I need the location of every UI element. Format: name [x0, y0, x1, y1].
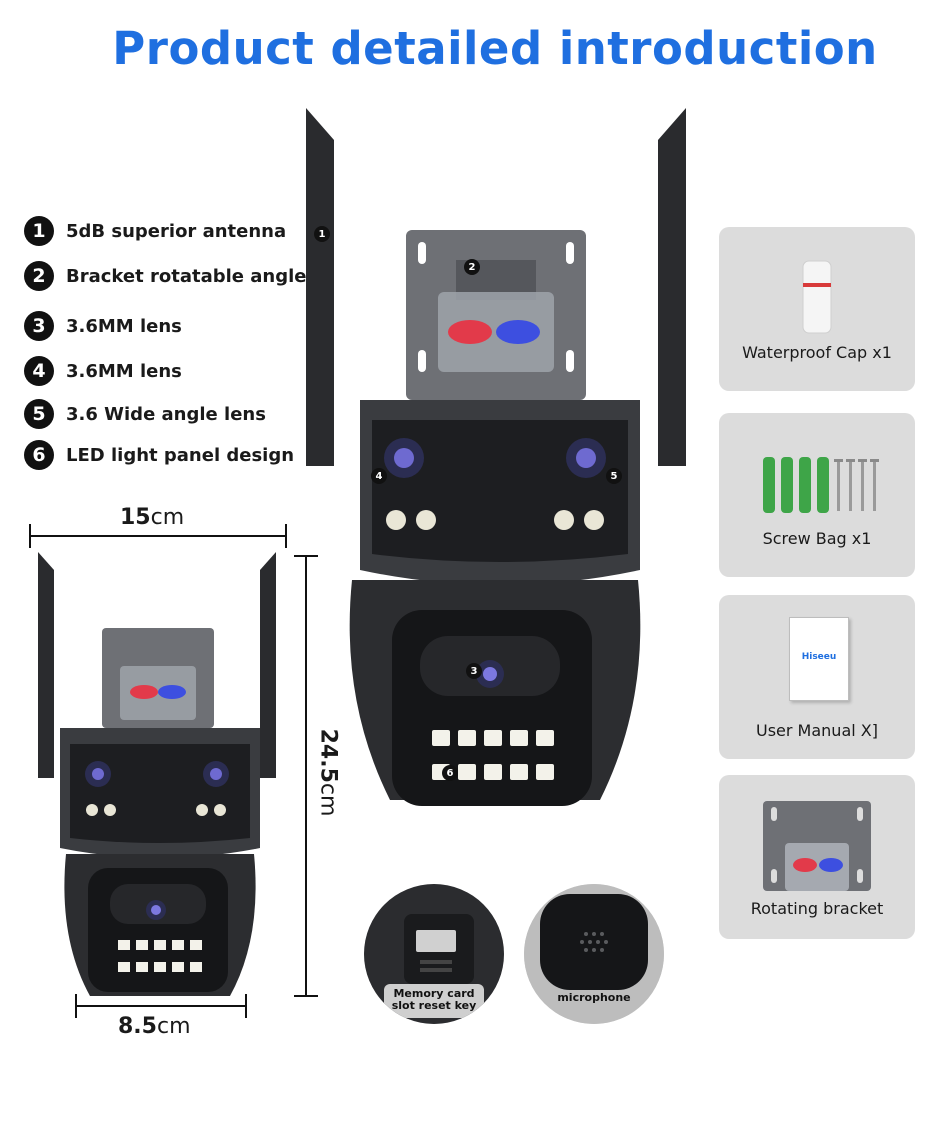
marker-lens-3: 3 [466, 663, 482, 679]
main-camera-illustration [306, 108, 686, 806]
feature-number: 5 [24, 399, 54, 429]
screw-bag-icon [763, 457, 879, 513]
dimension-height-unit: cm [315, 782, 341, 817]
feature-item: 2 Bracket rotatable angle [24, 261, 306, 291]
feature-number: 3 [24, 311, 54, 341]
feature-item: 4 3.6MM lens [24, 356, 182, 386]
waterproof-cap-icon [802, 260, 832, 334]
feature-number: 6 [24, 440, 54, 470]
detail-label-line1: Memory card [393, 987, 475, 1000]
manual-brand: Hiseeu [801, 652, 837, 662]
accessory-card-rotating-bracket: Rotating bracket [719, 775, 915, 939]
antenna-left-icon [306, 108, 334, 466]
dimension-depth-value: 8.5 [118, 1014, 157, 1039]
accessory-label: Rotating bracket [750, 899, 884, 918]
feature-item: 1 5dB superior antenna [24, 216, 286, 246]
marker-led-panel: 6 [442, 765, 458, 781]
user-manual-icon: Hiseeu [789, 617, 849, 701]
dimension-depth-unit: cm [156, 1014, 191, 1039]
accessory-label: User Manual X] [756, 721, 878, 740]
dimension-height-value: 24.5 [315, 728, 341, 783]
rotating-bracket-icon [763, 801, 871, 891]
feature-number: 4 [24, 356, 54, 386]
marker-antenna: 1 [314, 226, 330, 242]
accessory-label: Waterproof Cap x1 [742, 343, 892, 362]
dimension-width-value: 15 [120, 505, 151, 530]
accessory-card-user-manual: Hiseeu User Manual X] [719, 595, 915, 759]
dimension-width-unit: cm [150, 505, 185, 530]
feature-item: 6 LED light panel design [24, 440, 294, 470]
dimension-depth: 8.5cm [118, 1014, 191, 1039]
feature-text: LED light panel design [66, 444, 295, 466]
feature-number: 1 [24, 216, 54, 246]
dimension-height: 24.5cm [316, 713, 341, 833]
small-camera-illustration [38, 552, 276, 996]
page-title: Product detailed introduction [112, 22, 878, 75]
feature-text: 3.6 Wide angle lens [66, 403, 266, 425]
feature-text: 3.6MM lens [66, 360, 182, 382]
feature-text: 5dB superior antenna [66, 220, 287, 242]
detail-microphone: microphone [524, 884, 664, 1024]
detail-label-line2: slot reset key [391, 999, 477, 1012]
detail-memory-card-slot: Memory card slot reset key [364, 884, 504, 1024]
detail-label-line1: microphone [557, 991, 631, 1004]
accessory-card-screw-bag: Screw Bag x1 [719, 413, 915, 577]
feature-number: 2 [24, 261, 54, 291]
marker-lens-5: 5 [606, 468, 622, 484]
feature-text: Bracket rotatable angle [66, 265, 307, 287]
antenna-right-icon [658, 108, 686, 466]
feature-item: 3 3.6MM lens [24, 311, 182, 341]
marker-lens-4: 4 [371, 468, 387, 484]
feature-text: 3.6MM lens [66, 315, 182, 337]
dimension-width: 15cm [120, 505, 184, 530]
accessory-label: Screw Bag x1 [762, 529, 872, 548]
marker-bracket: 2 [464, 259, 480, 275]
feature-item: 5 3.6 Wide angle lens [24, 399, 266, 429]
accessory-card-waterproof-cap: Waterproof Cap x1 [719, 227, 915, 391]
microphone-icon [524, 884, 664, 1024]
